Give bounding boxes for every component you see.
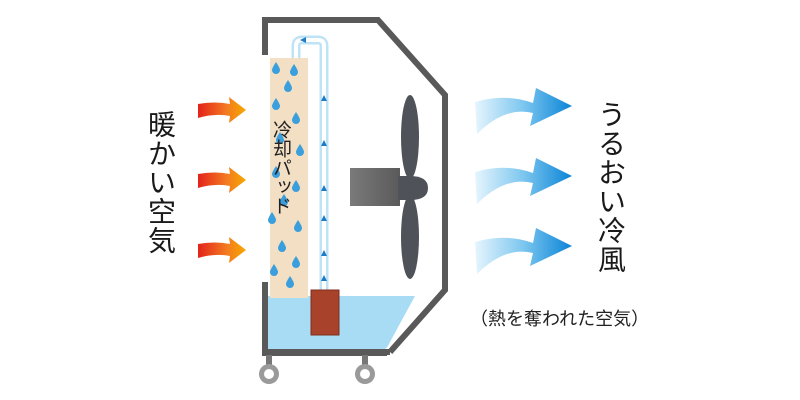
water-reservoir bbox=[265, 296, 415, 352]
water-droplet-icon bbox=[272, 98, 280, 110]
base-bar bbox=[262, 350, 387, 356]
water-droplet-icon bbox=[272, 166, 280, 178]
fan-blade-top bbox=[401, 95, 419, 179]
warm-air-arrow-icon bbox=[198, 237, 246, 263]
left-caster-wheel-icon bbox=[259, 355, 279, 384]
water-droplet-icon bbox=[270, 264, 278, 276]
fan-hub bbox=[398, 176, 428, 200]
cool-air-arrows bbox=[475, 88, 572, 274]
water-droplet-icon bbox=[292, 256, 300, 268]
water-droplet-icon bbox=[272, 62, 280, 74]
water-droplet-icon bbox=[278, 240, 286, 252]
fan-icon bbox=[350, 95, 428, 279]
water-droplet-icon bbox=[284, 80, 292, 92]
cooler-housing bbox=[262, 17, 448, 354]
water-droplet-icon bbox=[294, 220, 302, 232]
water-droplet-icon bbox=[292, 112, 300, 124]
warm-air-arrow-icon bbox=[198, 97, 246, 123]
water-droplet-icon bbox=[290, 64, 298, 76]
water-droplet-icon bbox=[280, 194, 288, 206]
water-droplet-icon bbox=[276, 132, 284, 144]
right-caster-wheel-icon bbox=[355, 355, 375, 384]
warm-air-label: 暖かい空気 bbox=[144, 110, 177, 255]
water-droplet-icon bbox=[292, 180, 300, 192]
cool-air-label: うるおい冷風 bbox=[594, 100, 627, 274]
warm-air-arrow-icon bbox=[198, 167, 246, 193]
water-tube bbox=[291, 35, 329, 292]
tube-flow-arrows bbox=[300, 37, 327, 281]
fan-motor bbox=[350, 168, 400, 206]
water-droplets bbox=[268, 62, 304, 288]
warm-air-arrows bbox=[198, 97, 246, 263]
cool-air-note: （熱を奪われた空気） bbox=[470, 309, 650, 330]
cool-air-arrow-icon bbox=[475, 88, 572, 134]
cool-air-arrow-icon bbox=[475, 158, 572, 204]
water-droplet-icon bbox=[286, 276, 294, 288]
water-pump bbox=[310, 289, 340, 336]
cooling-pad-label: 冷却パッド bbox=[270, 120, 292, 215]
water-droplet-icon bbox=[268, 212, 276, 224]
cool-air-arrow-icon bbox=[475, 228, 572, 274]
fan-blade-bottom bbox=[401, 195, 419, 279]
water-droplet-icon bbox=[296, 144, 304, 156]
cooling-pad bbox=[270, 58, 308, 298]
